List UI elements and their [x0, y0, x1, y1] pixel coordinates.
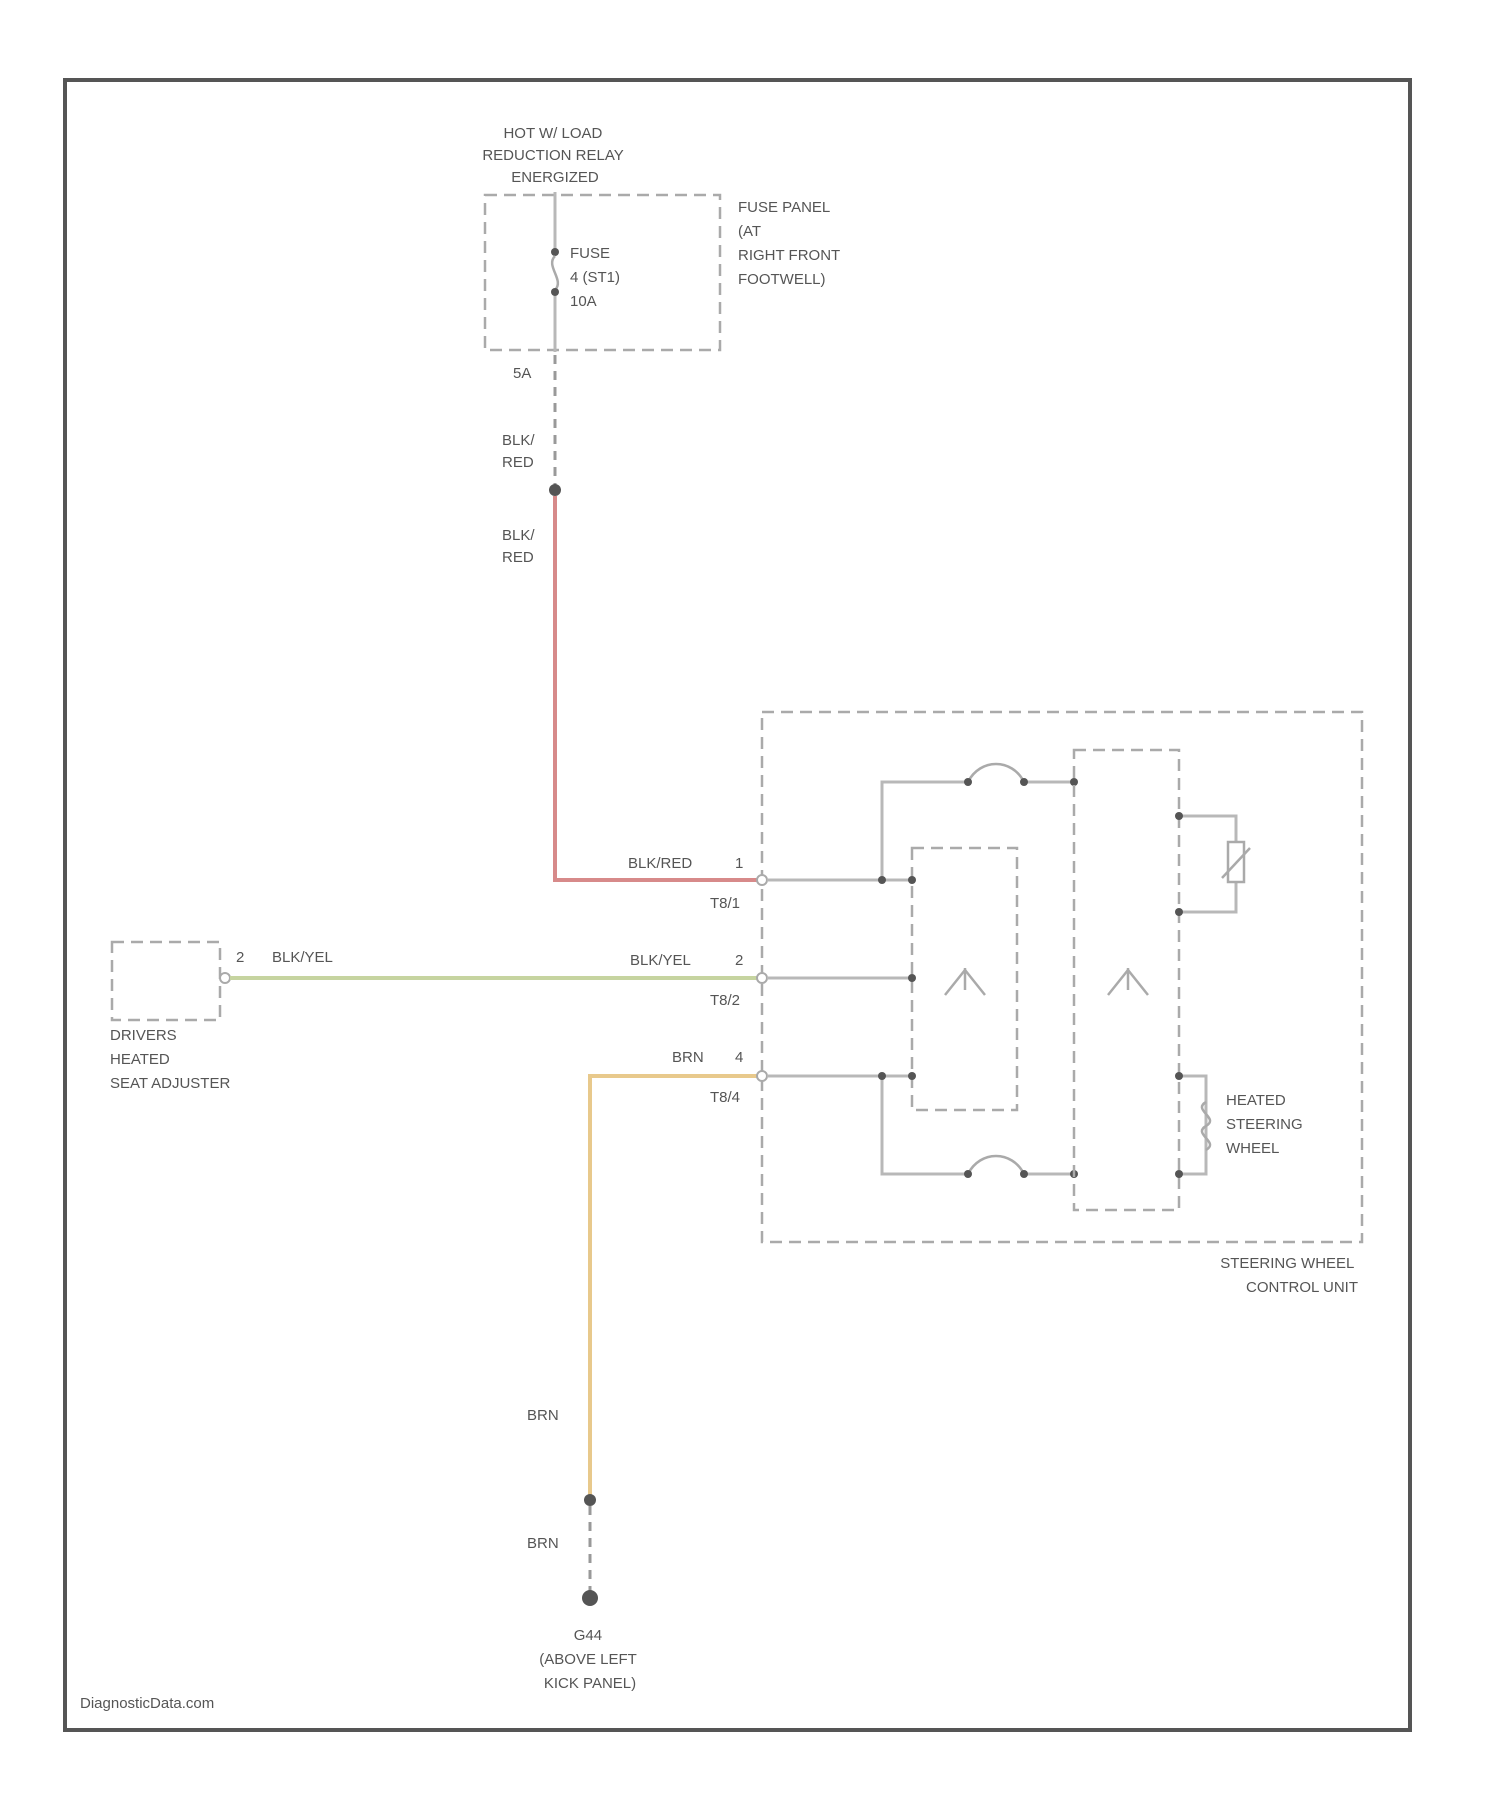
seat-adjuster-pin-label: 2: [236, 949, 244, 966]
switch-icon: [945, 968, 985, 995]
connector-pin-label: 1: [735, 855, 743, 872]
ground-point: [582, 1590, 598, 1606]
ground-wire-label: BRN: [527, 1407, 559, 1424]
brn-wire: [590, 1076, 762, 1496]
connector-wire-label: BRN: [672, 1049, 704, 1066]
control-module-box: [1074, 750, 1179, 1210]
seat-adjuster-pin: [220, 973, 230, 983]
thermal-fuse-icon: [968, 764, 1024, 782]
connector-wire-label: BLK/RED: [628, 855, 692, 872]
thermal-fuse-icon: [968, 1156, 1024, 1174]
connector-name-label: T8/1: [710, 895, 740, 912]
seat-adjuster-label: DRIVERS HEATED SEAT ADJUSTER: [110, 1027, 230, 1092]
internal-wire: [882, 782, 968, 880]
blk-red-wire: [555, 496, 762, 880]
fuse-label: FUSE 4 (ST1) 10A: [570, 245, 624, 310]
seat-adjuster-box: [112, 942, 220, 1020]
fuse-terminal-label: 5A: [513, 365, 531, 382]
control-unit-label: STEERING WHEEL CONTROL UNIT: [1220, 1255, 1358, 1296]
switch-icon: [1108, 968, 1148, 995]
internal-wire: [1179, 1076, 1206, 1174]
wire-color-label: BLK/ RED: [502, 432, 539, 471]
internal-wire: [882, 1076, 968, 1174]
heated-wheel-label: HEATED STEERING WHEEL: [1226, 1092, 1307, 1157]
wire-color-label: BLK/ RED: [502, 527, 539, 566]
connector-pin-label: 2: [735, 952, 743, 969]
connector-name-label: T8/2: [710, 992, 740, 1009]
fuse-icon: [551, 248, 559, 296]
connector-wire-label: BLK/YEL: [630, 952, 691, 969]
ground-label: G44 (ABOVE LEFT KICK PANEL): [539, 1627, 640, 1692]
seat-adjuster-wire-label: BLK/YEL: [272, 949, 333, 966]
connector-pin: [757, 973, 767, 983]
ground-wire-label: BRN: [527, 1535, 559, 1552]
thermistor-icon: [1222, 842, 1250, 882]
fuse-panel-label: FUSE PANEL (AT RIGHT FRONT FOOTWELL): [738, 199, 844, 288]
hot-relay-label: HOT W/ LOAD REDUCTION RELAY ENERGIZED: [482, 125, 627, 186]
connector-pin: [757, 1071, 767, 1081]
connector-name-label: T8/4: [710, 1089, 740, 1106]
connector-pin: [757, 875, 767, 885]
watermark: DiagnosticData.com: [80, 1695, 214, 1712]
connector-pin-label: 4: [735, 1049, 743, 1066]
splice-dot: [584, 1494, 596, 1506]
splice-dot: [549, 484, 561, 496]
